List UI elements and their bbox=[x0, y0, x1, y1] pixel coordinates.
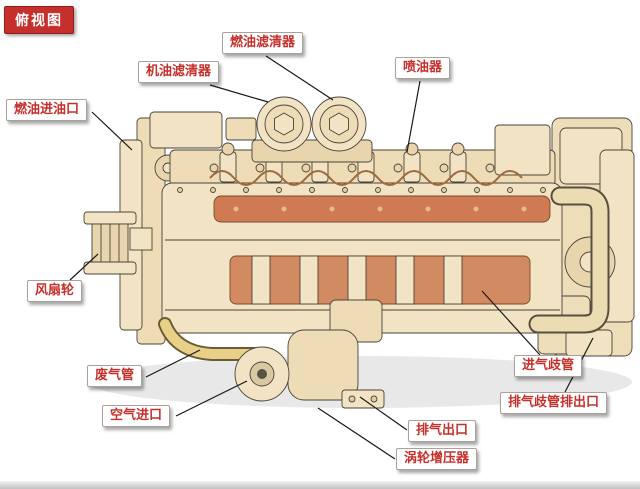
label-fan-wheel: 风扇轮 bbox=[27, 280, 83, 302]
filters bbox=[251, 96, 373, 163]
leader-oil-filter bbox=[209, 84, 269, 103]
label-turbocharger: 涡轮增压器 bbox=[396, 448, 478, 470]
bottom-strip bbox=[0, 481, 640, 489]
label-injector: 喷油器 bbox=[395, 57, 451, 79]
leader-exhaust-outlet bbox=[359, 396, 408, 431]
view-title-badge: 俯视图 bbox=[4, 6, 74, 34]
engine-shadow bbox=[88, 356, 632, 408]
manifold-pipe bbox=[530, 188, 608, 332]
intake-manifold-part bbox=[229, 255, 531, 305]
leader-injector bbox=[406, 80, 421, 153]
label-waste-gas-pipe: 废气管 bbox=[87, 365, 143, 387]
turbocharger-part bbox=[234, 299, 385, 409]
fan-wheel-part bbox=[83, 211, 153, 275]
label-air-inlet: 空气进口 bbox=[102, 405, 171, 427]
waste-gas-pipe-part bbox=[160, 319, 259, 359]
leader-waste-gas-pipe bbox=[145, 349, 201, 378]
engine-body bbox=[83, 96, 635, 409]
leader-fuel-filter bbox=[265, 55, 334, 101]
leader-fan-wheel bbox=[69, 253, 99, 281]
label-exhaust-manifold-outlet: 排气歧管排出口 bbox=[500, 392, 608, 414]
leader-intake-manifold bbox=[481, 290, 541, 356]
label-fuel-filter: 燃油滤清器 bbox=[222, 32, 304, 54]
label-exhaust-outlet: 排气出口 bbox=[408, 420, 477, 442]
label-oil-filter: 机油滤清器 bbox=[138, 61, 220, 83]
leader-fuel-inlet bbox=[91, 111, 133, 151]
fuel-harness bbox=[209, 170, 523, 186]
leader-turbocharger bbox=[317, 407, 396, 460]
label-intake-manifold: 进气歧管 bbox=[514, 355, 583, 377]
label-fuel-inlet: 燃油进油口 bbox=[6, 99, 88, 121]
leader-lines bbox=[69, 55, 594, 460]
leader-air-inlet bbox=[175, 380, 248, 417]
